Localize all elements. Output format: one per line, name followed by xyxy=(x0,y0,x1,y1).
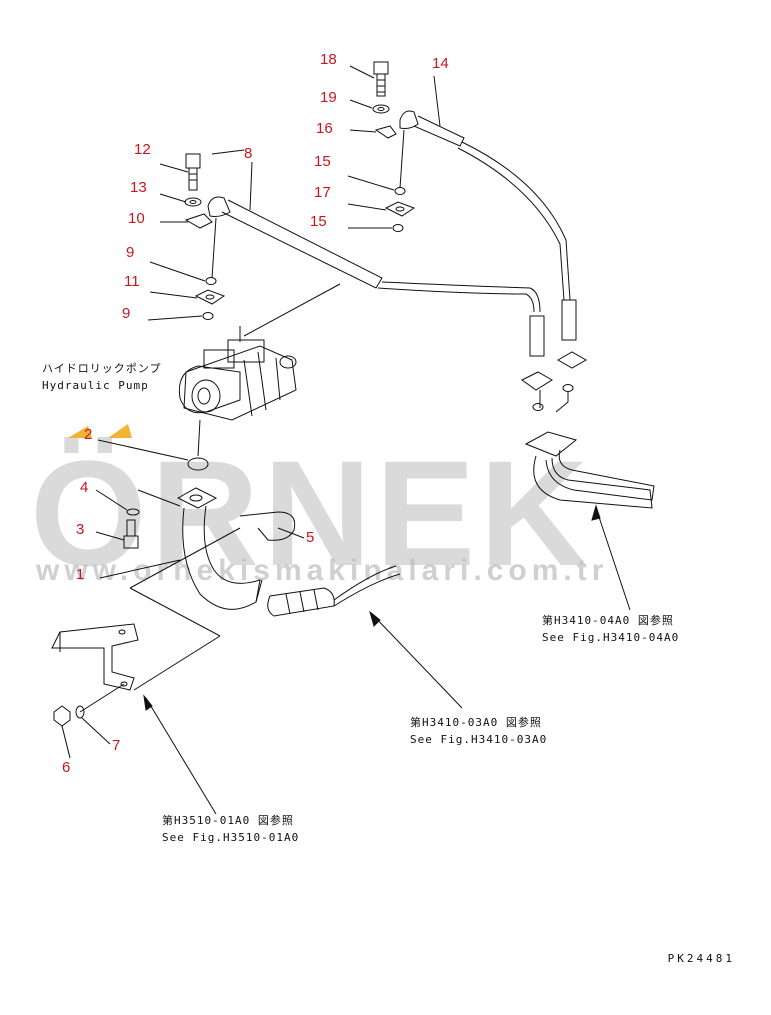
o-ring-15 xyxy=(394,187,406,195)
clamp-10 xyxy=(184,213,213,229)
washer-4 xyxy=(126,508,140,516)
nut-6 xyxy=(53,705,71,727)
watermark-accent xyxy=(68,426,92,438)
reference-arrows xyxy=(143,504,631,815)
callout-4: 4 xyxy=(80,479,89,496)
o-ring-2 xyxy=(187,457,209,471)
watermark-accent xyxy=(108,424,132,438)
page-code: PK24481 xyxy=(667,952,735,965)
bracket xyxy=(51,623,139,691)
leader-lines xyxy=(61,65,441,759)
hose-14-fitting xyxy=(399,110,419,129)
ref-h3510-01: 第H3510-01A0 図参照 See Fig.H3510-01A0 xyxy=(162,812,299,846)
callout-2: 2 xyxy=(84,426,93,443)
pipe-1-flange xyxy=(176,487,218,509)
callout-19: 19 xyxy=(320,89,337,106)
hose-connector xyxy=(267,587,335,617)
callout-13: 13 xyxy=(130,179,147,196)
clamp-16 xyxy=(374,125,397,139)
bolt-12 xyxy=(185,153,201,191)
callout-12: 12 xyxy=(134,141,151,158)
callout-1: 1 xyxy=(76,566,85,583)
callout-9-upper: 9 xyxy=(126,244,135,261)
callout-15-upper: 15 xyxy=(314,153,331,170)
callout-8: 8 xyxy=(244,145,253,162)
bolt-3 xyxy=(123,519,139,549)
o-ring-15 xyxy=(392,224,404,232)
hose-8-fitting xyxy=(207,196,231,217)
callout-5: 5 xyxy=(306,529,315,546)
callout-18: 18 xyxy=(320,51,337,68)
pipe-1 xyxy=(182,505,261,610)
washer-19 xyxy=(372,104,390,114)
callout-9-lower: 9 xyxy=(122,305,131,322)
ref-h3410-03-en: See Fig.H3410-03A0 xyxy=(410,733,548,747)
watermark-brand: ÖRNEK xyxy=(30,429,592,597)
o-ring-9 xyxy=(202,312,214,320)
washer-7 xyxy=(75,705,85,719)
callout-14: 14 xyxy=(432,55,449,72)
callout-17: 17 xyxy=(314,184,331,201)
u-bolt-5 xyxy=(239,511,296,541)
ref-h3410-03: 第H3410-03A0 図参照 See Fig.H3410-03A0 xyxy=(410,714,547,748)
ref-h3410-04: 第H3410-04A0 図参照 See Fig.H3410-04A0 xyxy=(542,612,679,646)
callout-10: 10 xyxy=(128,210,145,227)
flange-17 xyxy=(384,201,416,217)
pump-label-jp: ハイドロリックポンプ xyxy=(42,362,162,375)
hose-8 xyxy=(221,199,383,289)
washer-13 xyxy=(184,197,202,207)
bolt-18 xyxy=(373,61,389,97)
flange-11 xyxy=(194,289,226,305)
callout-15-lower: 15 xyxy=(310,213,327,230)
callout-16: 16 xyxy=(316,120,333,137)
pipe-assembly-right xyxy=(521,299,655,509)
pump-label-en: Hydraulic Pump xyxy=(42,379,149,393)
ref-h3410-03-jp: 第H3410-03A0 図参照 xyxy=(410,716,542,729)
callout-3: 3 xyxy=(76,521,85,538)
o-ring-9 xyxy=(205,277,217,285)
pump-label: ハイドロリックポンプ Hydraulic Pump xyxy=(42,360,161,394)
watermark-url: www.ornekismakinalari.com.tr xyxy=(36,554,609,587)
callout-11: 11 xyxy=(124,273,140,290)
ref-h3510-01-jp: 第H3510-01A0 図参照 xyxy=(162,814,294,827)
ref-h3510-01-en: See Fig.H3510-01A0 xyxy=(162,831,300,845)
ref-h3410-04-en: See Fig.H3410-04A0 xyxy=(542,631,680,645)
callout-6: 6 xyxy=(62,759,71,776)
ref-h3410-04-jp: 第H3410-04A0 図参照 xyxy=(542,614,674,627)
callout-7: 7 xyxy=(112,737,121,754)
hydraulic-pump xyxy=(178,326,297,421)
